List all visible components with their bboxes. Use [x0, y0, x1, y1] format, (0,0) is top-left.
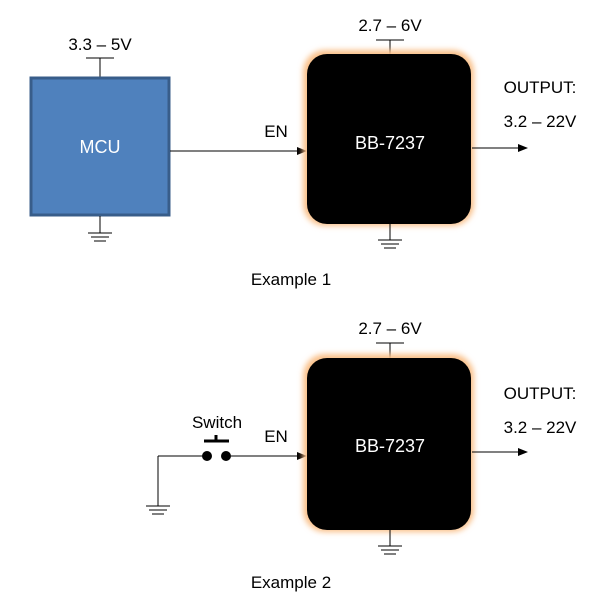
- switch-symbol: [202, 435, 231, 461]
- switch-ground-symbol: [146, 455, 204, 515]
- mcu-supply-terminal: [86, 57, 114, 78]
- chip-supply-label-1: 2.7 – 6V: [358, 16, 422, 35]
- switch-label: Switch: [192, 413, 242, 432]
- chip-ground-symbol-2: [378, 530, 402, 555]
- mcu-label: MCU: [80, 137, 121, 157]
- chip-block-2: [307, 358, 471, 530]
- output-title-2: OUTPUT:: [504, 384, 577, 403]
- enable-label-1: EN: [264, 122, 288, 141]
- chip-ground-symbol-1: [378, 224, 402, 249]
- example-2: Switch EN 2.7 – 6V BB-7237 OUTPUT: 3.2 –…: [146, 319, 577, 592]
- mcu-block: [29, 76, 171, 217]
- caption-example-1: Example 1: [251, 270, 331, 289]
- chip-label-1: BB-7237: [355, 133, 425, 153]
- mcu-ground-symbol: [88, 216, 112, 242]
- mcu-supply-label: 3.3 – 5V: [68, 35, 132, 54]
- output-title-1: OUTPUT:: [504, 78, 577, 97]
- chip-supply-label-2: 2.7 – 6V: [358, 319, 422, 338]
- output-range-2: 3.2 – 22V: [504, 418, 577, 437]
- example-1: 3.3 – 5V MCU EN 2.7 – 6V BB-7237: [29, 16, 577, 289]
- chip-label-2: BB-7237: [355, 436, 425, 456]
- caption-example-2: Example 2: [251, 573, 331, 592]
- output-range-1: 3.2 – 22V: [504, 112, 577, 131]
- enable-label-2: EN: [264, 427, 288, 446]
- chip-block-1: [307, 54, 471, 224]
